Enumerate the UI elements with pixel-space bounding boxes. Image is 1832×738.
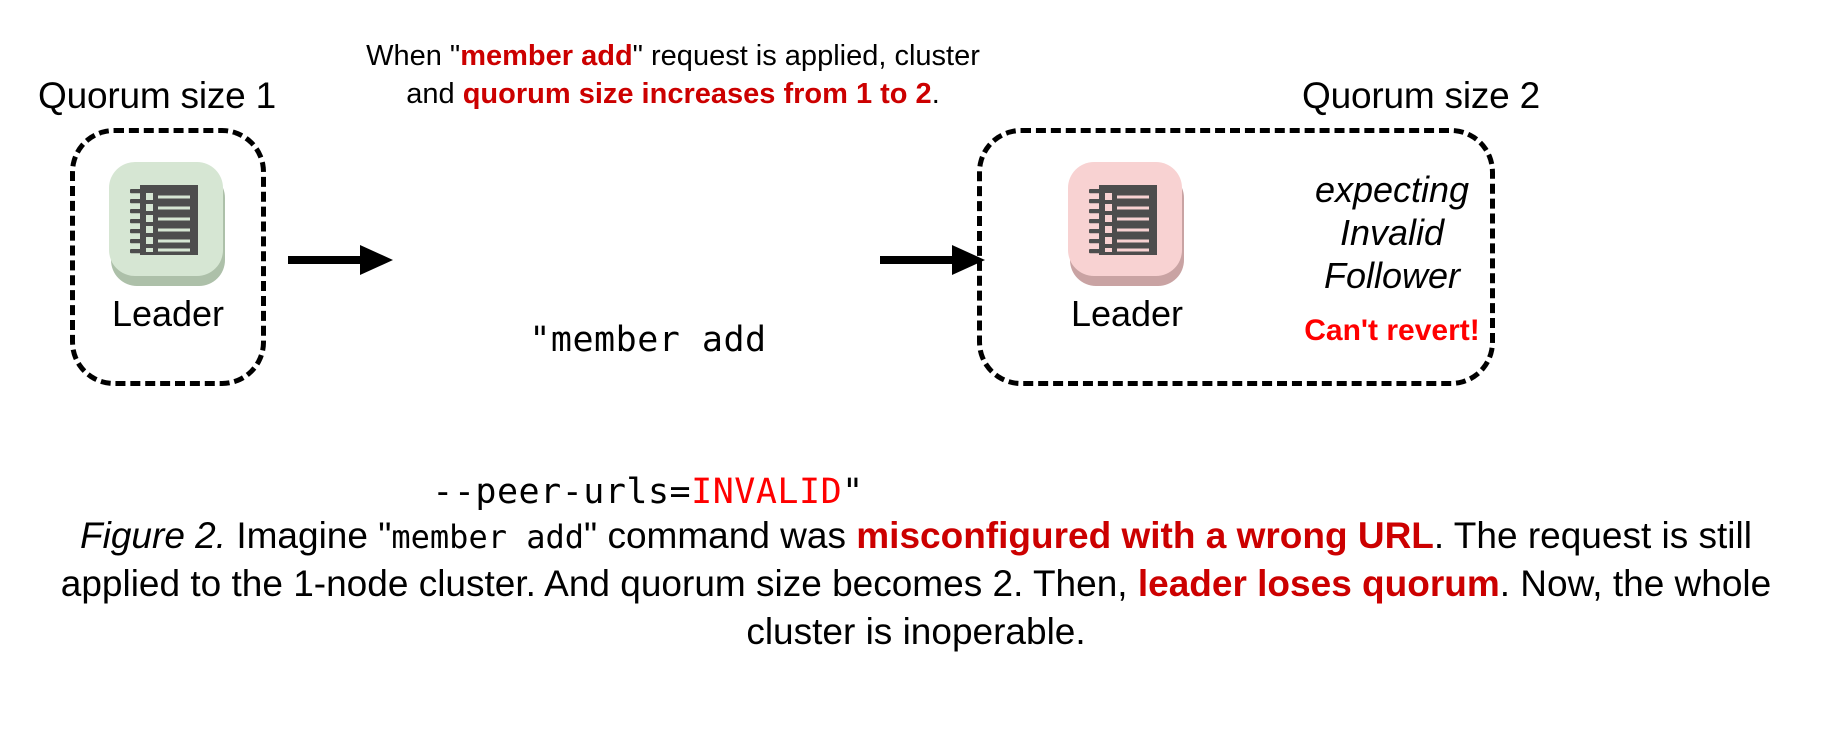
- arrow-right-icon-2: [880, 243, 985, 277]
- caption-t2: " command was: [584, 515, 857, 556]
- right-cluster-box: [977, 128, 1495, 386]
- top-caption-part-1: When ": [366, 40, 461, 72]
- notebook-icon: [109, 162, 223, 276]
- figure-number: Figure 2.: [80, 515, 227, 556]
- caption-highlight-2: leader loses quorum: [1137, 563, 1500, 605]
- expecting-status-text: expecting Invalid Follower: [1258, 168, 1526, 298]
- command-line-2-suffix: ": [842, 471, 864, 512]
- left-leader-node: Leader: [109, 162, 227, 332]
- command-line-2: --peer-urls=INVALID": [398, 467, 898, 518]
- right-leader-node: Leader: [1068, 162, 1186, 332]
- figure-caption: Figure 2. Imagine "member add" command w…: [0, 512, 1832, 656]
- left-node-label: Leader: [111, 293, 225, 334]
- right-node-icon-wrap: [1068, 162, 1186, 288]
- caption-highlight-1: misconfigured with a wrong URL: [856, 515, 1434, 556]
- command-text: "member add --peer-urls=INVALID": [398, 213, 898, 619]
- command-invalid-value: INVALID: [691, 471, 843, 512]
- caption-t1: Imagine ": [226, 515, 392, 556]
- status-line-3: Follower: [1323, 255, 1461, 297]
- top-explanation-caption: When "member add" request is applied, cl…: [358, 38, 988, 113]
- caption-t3: . The request is still applied to the 1-…: [60, 515, 1752, 605]
- top-caption-part-2: " request is applied, cluster and: [406, 40, 980, 110]
- right-quorum-size-label: Quorum size 2: [1302, 75, 1540, 116]
- left-cluster-box: [70, 128, 266, 386]
- right-node-label: Leader: [1070, 293, 1184, 334]
- status-line-2: Invalid: [1339, 212, 1445, 254]
- top-caption-emph-2: quorum size increases from 1 to 2: [462, 77, 932, 110]
- arrow-right-icon: [288, 243, 393, 277]
- top-caption-emph-1: member add: [460, 40, 633, 72]
- right-status-block: expecting Invalid Follower Can't revert!: [1258, 168, 1526, 348]
- caption-mono-command: member add: [391, 518, 585, 556]
- command-line-2-prefix: --peer-urls=: [432, 471, 692, 512]
- top-caption-part-3: .: [931, 77, 940, 110]
- command-line-1: "member add: [529, 319, 767, 360]
- cant-revert-warning: Can't revert!: [1304, 313, 1480, 347]
- left-quorum-size-label: Quorum size 1: [38, 75, 276, 116]
- left-node-icon-wrap: [109, 162, 227, 288]
- caption-t4: . Now, the whole cluster is inoperable.: [746, 563, 1772, 653]
- notebook-icon-2: [1068, 162, 1182, 276]
- status-line-1: expecting: [1314, 169, 1470, 210]
